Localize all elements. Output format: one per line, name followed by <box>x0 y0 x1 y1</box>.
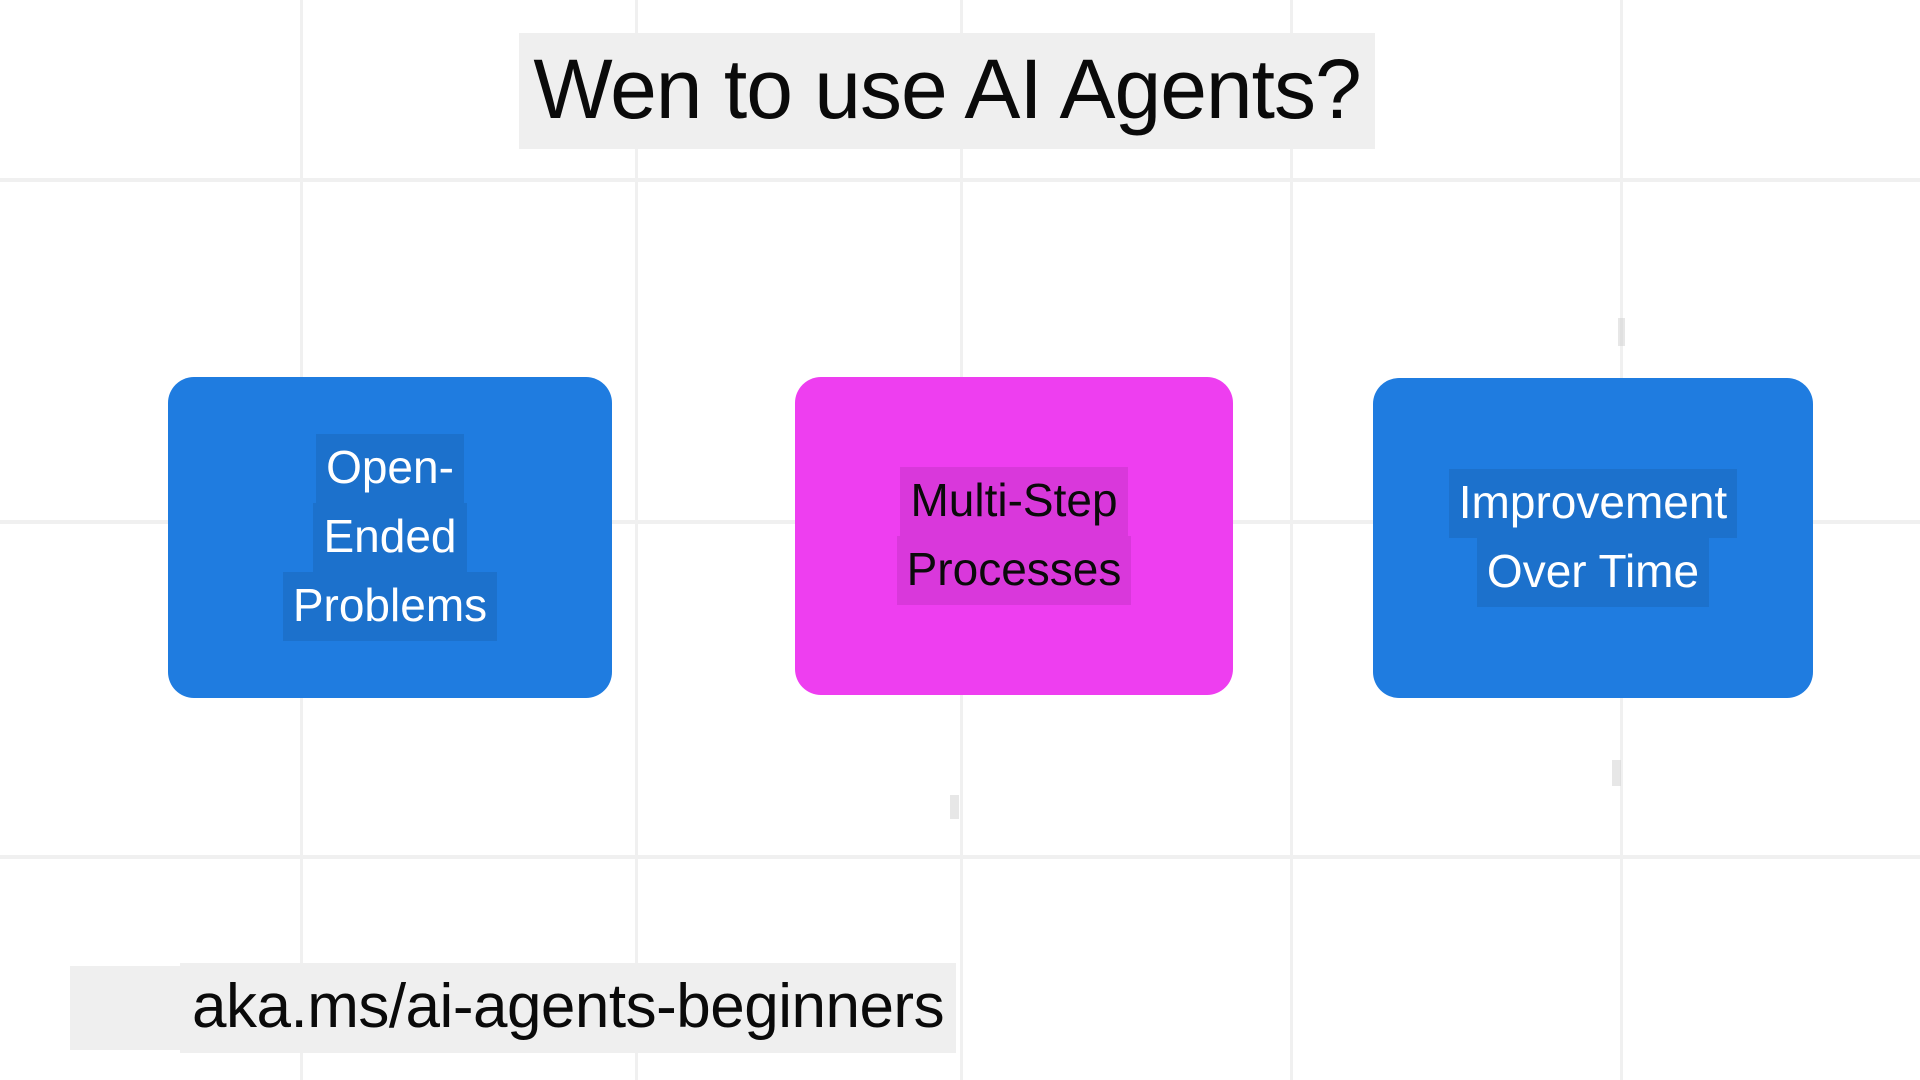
card-line: Multi-Step <box>900 466 1128 536</box>
footer-link-text[interactable]: aka.ms/ai-agents-beginners <box>180 963 957 1053</box>
card-line: Over Time <box>1476 538 1710 608</box>
card-line: Problems <box>282 572 498 642</box>
card-multi-step-processes[interactable]: Multi-Step Processes <box>795 377 1233 695</box>
card-text-block: Multi-Step Processes <box>896 466 1132 606</box>
stray-mark <box>950 795 959 819</box>
footer-link[interactable]: aka.ms/ai-agents-beginners <box>70 963 1295 1053</box>
gridline-horizontal <box>0 855 1920 859</box>
stray-mark <box>1612 760 1621 786</box>
card-line: Open- <box>316 433 464 503</box>
stray-mark <box>1618 318 1625 346</box>
card-text-block: Improvement Over Time <box>1448 468 1738 608</box>
card-text-block: Open- Ended Problems <box>282 433 498 642</box>
gridline-vertical <box>635 0 638 1080</box>
footer-highlight-pad <box>70 966 180 1050</box>
card-line: Ended <box>313 502 467 573</box>
gridline-vertical <box>1290 0 1293 1080</box>
card-line: Processes <box>896 536 1132 606</box>
gridline-horizontal <box>0 178 1920 182</box>
card-line: Improvement <box>1448 468 1738 538</box>
card-improvement-over-time[interactable]: Improvement Over Time <box>1373 378 1813 698</box>
card-open-ended-problems[interactable]: Open- Ended Problems <box>168 377 612 698</box>
slide-title-text: Wen to use AI Agents? <box>519 33 1375 149</box>
slide-title: Wen to use AI Agents? <box>352 32 1542 150</box>
